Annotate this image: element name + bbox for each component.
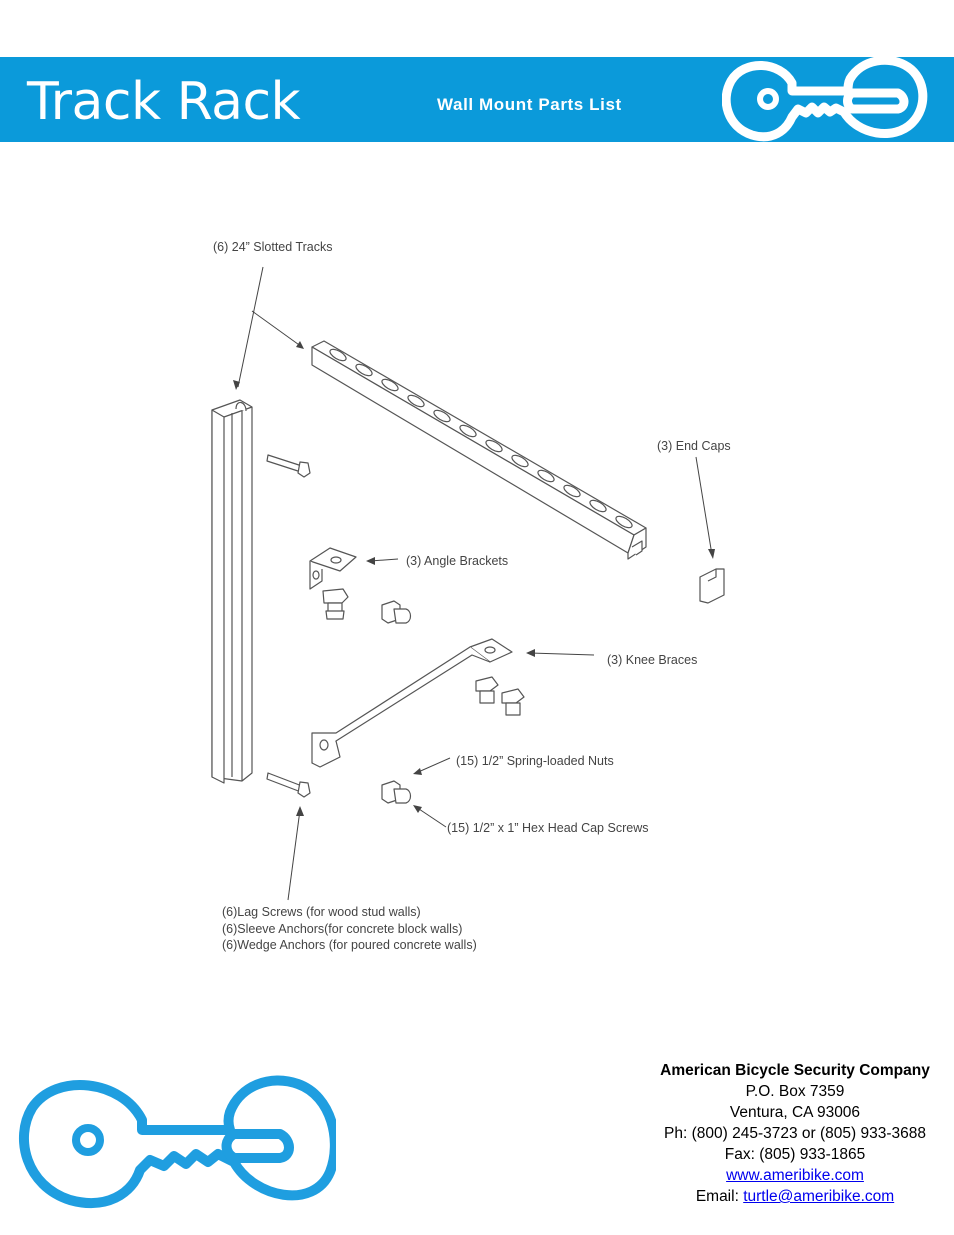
parts-diagram: (6) 24” Slotted Tracks (3) End Caps (3) …: [211, 240, 731, 952]
label-wedge-anchors: (6)Wedge Anchors (for poured concrete wa…: [222, 938, 477, 952]
label-sleeve-anchors: (6)Sleeve Anchors(for concrete block wal…: [222, 922, 462, 936]
nut-screw-set-b: [381, 600, 412, 624]
lag-screw-bottom: [266, 772, 311, 798]
horizontal-track: [311, 340, 647, 560]
angle-bracket: [309, 547, 357, 590]
label-cap-screws: (15) 1/2” x 1” Hex Head Cap Screws: [447, 821, 648, 835]
label-spring-nuts: (15) 1/2” Spring-loaded Nuts: [456, 754, 614, 768]
vertical-track: [211, 399, 253, 784]
company-name: American Bicycle Security Company: [660, 1062, 930, 1079]
label-slotted-tracks: (6) 24” Slotted Tracks: [213, 240, 333, 254]
company-fax: Fax: (805) 933-1865: [724, 1146, 866, 1163]
company-contact-block: American Bicycle Security Company P.O. B…: [630, 1060, 954, 1207]
email-label: Email:: [695, 1188, 739, 1205]
lag-screw-top: [266, 454, 311, 478]
company-city: Ventura, CA 93006: [729, 1104, 861, 1121]
header-band: [0, 57, 954, 142]
page-subtitle: Wall Mount Parts List: [437, 95, 622, 114]
key-logo-icon: [722, 57, 928, 142]
nut-screw-set-a: [322, 588, 349, 620]
knee-brace: [311, 638, 513, 768]
nut-screw-set-c: [475, 676, 525, 716]
company-po-box: P.O. Box 7359: [745, 1083, 845, 1100]
company-email-link[interactable]: turtle@ameribike.com: [743, 1188, 895, 1205]
label-lag-screws: (6)Lag Screws (for wood stud walls): [222, 905, 421, 919]
label-angle-brackets: (3) Angle Brackets: [406, 554, 508, 568]
label-end-caps: (3) End Caps: [657, 439, 731, 453]
page-title: Track Rack: [27, 72, 301, 132]
company-email-line: Email: turtle@ameribike.com: [630, 1186, 954, 1207]
company-website-link[interactable]: www.ameribike.com: [726, 1167, 864, 1184]
end-cap: [699, 568, 725, 604]
label-knee-braces: (3) Knee Braces: [607, 653, 697, 667]
key-logo-icon: [19, 1075, 336, 1209]
company-phone: Ph: (800) 245-3723 or (805) 933-3688: [664, 1125, 926, 1142]
spring-nut-screw: [381, 780, 412, 804]
